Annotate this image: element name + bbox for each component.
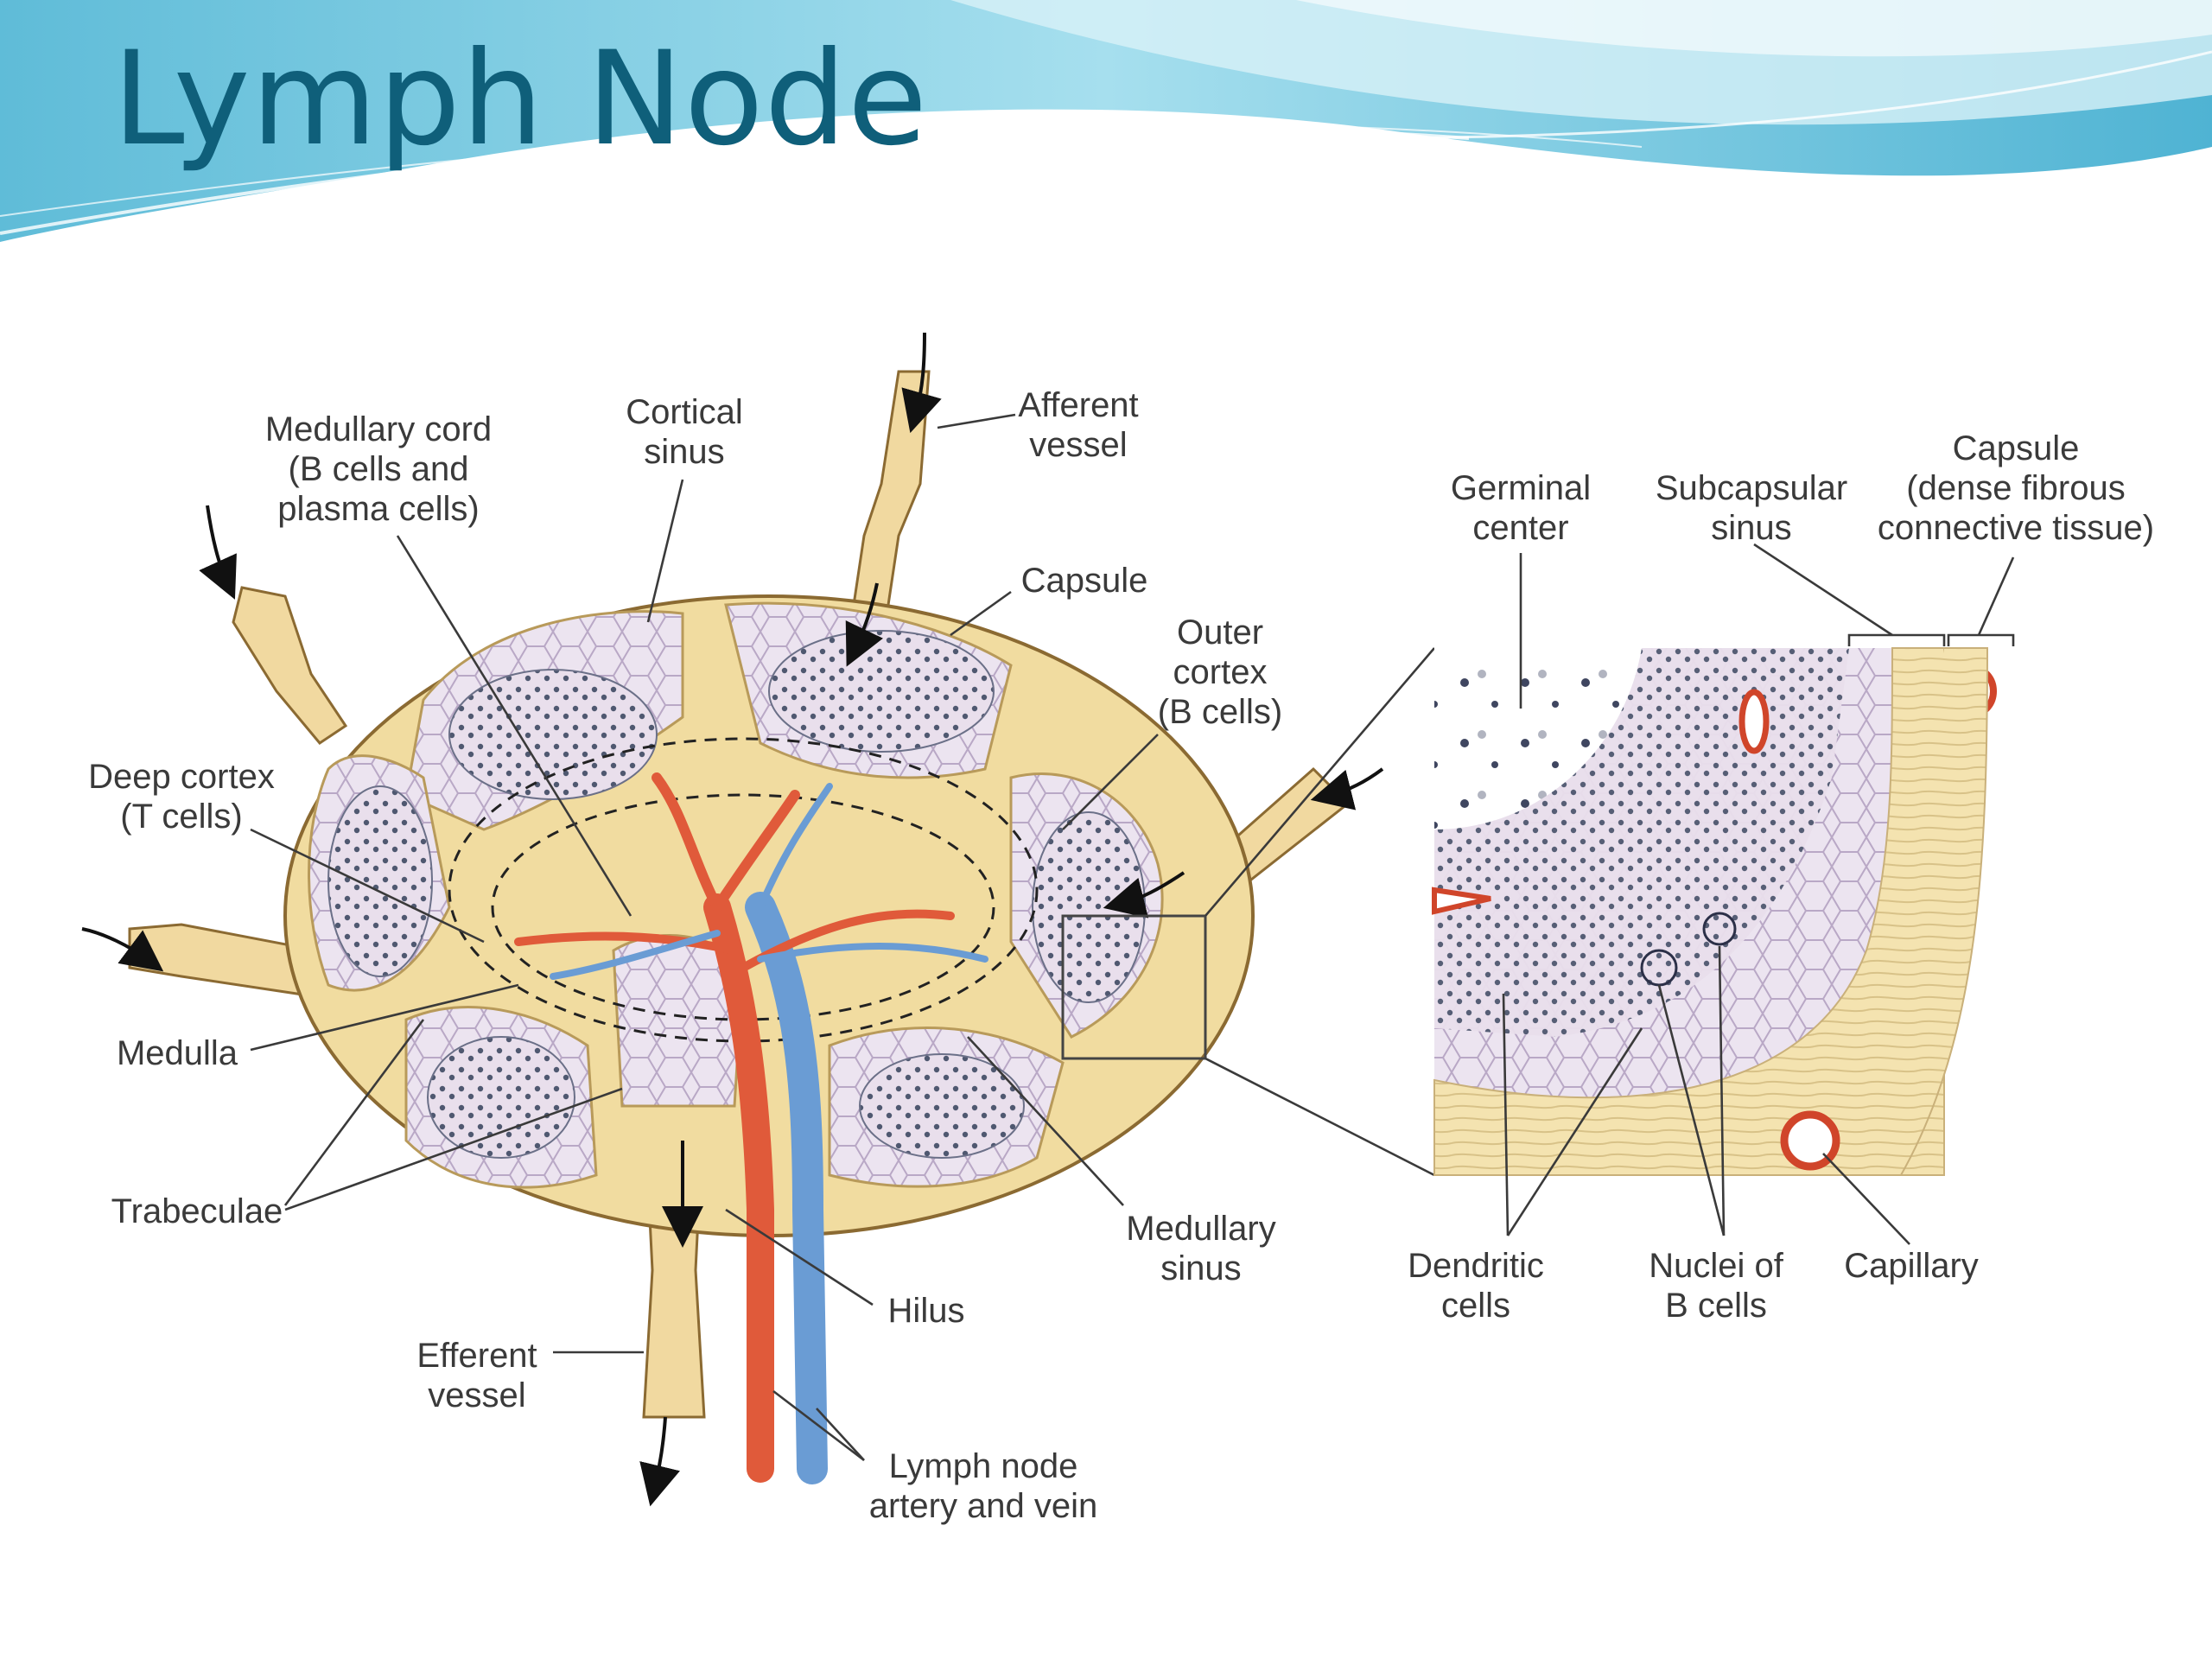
label-deep-cortex-line: (T cells)	[120, 798, 242, 836]
label-artery-vein-line: artery and vein	[869, 1487, 1098, 1525]
inset-germinal-center-area	[1434, 648, 1642, 830]
label-medulla-line: Medulla	[117, 1034, 238, 1072]
label-deep-cortex: Deep cortex(T cells)	[88, 758, 275, 836]
lymph-node-vein	[745, 892, 828, 1484]
label-medullary-sinus-line: sinus	[1160, 1249, 1241, 1287]
label-trabeculae: Trabeculae	[111, 1192, 283, 1230]
label-capsule-dense-line: Capsule	[1953, 429, 2080, 467]
label-capsule-dense-line: connective tissue)	[1878, 509, 2154, 547]
label-trabeculae-line: Trabeculae	[111, 1192, 283, 1230]
inset-detail	[1432, 633, 2015, 1176]
label-medullary-cord-line: Medullary cord	[265, 410, 492, 448]
label-cortical-sinus-line: Cortical	[626, 393, 743, 431]
label-nuclei-b-cells-line: B cells	[1665, 1287, 1767, 1325]
inset-capillary-1	[1738, 689, 1770, 754]
label-subcapsular-sinus-line: Subcapsular	[1656, 469, 1847, 507]
label-capillary-line: Capillary	[1844, 1247, 1979, 1285]
afferent-vessel-left	[232, 586, 348, 745]
inset-capsule-fibers	[1433, 647, 1945, 1176]
label-medulla: Medulla	[117, 1034, 238, 1072]
label-outer-cortex-line: Outer	[1177, 613, 1263, 652]
lymphoid-follicles	[327, 630, 1146, 1159]
label-outer-cortex-line: (B cells)	[1158, 693, 1282, 731]
label-subcapsular-sinus-line: sinus	[1711, 509, 1791, 547]
label-efferent-vessel-line: Efferent	[416, 1337, 537, 1375]
label-medullary-cord-line: (B cells and	[289, 450, 469, 488]
label-hilus-line: Hilus	[888, 1292, 965, 1330]
vessel-branches	[514, 772, 988, 980]
inset-capillary-4	[1432, 887, 1491, 915]
lymph-flow-arrows	[81, 332, 1384, 1507]
inset-capsule-edge	[1858, 647, 1989, 1176]
header-wave	[0, 0, 2212, 242]
label-capsule-dense-line: (dense fibrous	[1906, 469, 2125, 507]
label-capillary: Capillary	[1844, 1247, 1979, 1285]
inset-dendritic-cell-2	[1702, 912, 1737, 946]
label-outer-cortex-line: cortex	[1173, 653, 1268, 691]
slide-title: Lymph Node	[112, 24, 929, 175]
label-medullary-cord-line: plasma cells)	[277, 490, 479, 528]
label-artery-vein-line: Lymph node	[889, 1447, 1078, 1485]
lymph-node-body	[81, 332, 1435, 1507]
label-capsule-line: Capsule	[1021, 562, 1148, 600]
label-hilus: Hilus	[888, 1292, 965, 1330]
label-deep-cortex-line: Deep cortex	[88, 758, 275, 796]
label-dendritic-cells-line: Dendritic	[1408, 1247, 1544, 1285]
label-afferent-vessel-line: vessel	[1029, 426, 1127, 464]
zoom-region-box	[1061, 914, 1207, 1060]
label-medullary-sinus-line: Medullary	[1126, 1210, 1275, 1248]
leader-lines	[250, 413, 2015, 1462]
label-dendritic-cells-line: cells	[1441, 1287, 1510, 1325]
label-germinal-center-line: Germinal	[1451, 469, 1591, 507]
label-germinal-center-line: center	[1472, 509, 1568, 547]
label-cortical-sinus-line: sinus	[644, 433, 724, 471]
lymph-node-artery	[703, 893, 774, 1483]
label-afferent-vessel-line: Afferent	[1018, 386, 1138, 424]
label-capsule: Capsule	[1021, 562, 1148, 600]
label-efferent-vessel-line: vessel	[428, 1376, 525, 1414]
label-nuclei-b-cells-line: Nuclei of	[1649, 1247, 1784, 1285]
